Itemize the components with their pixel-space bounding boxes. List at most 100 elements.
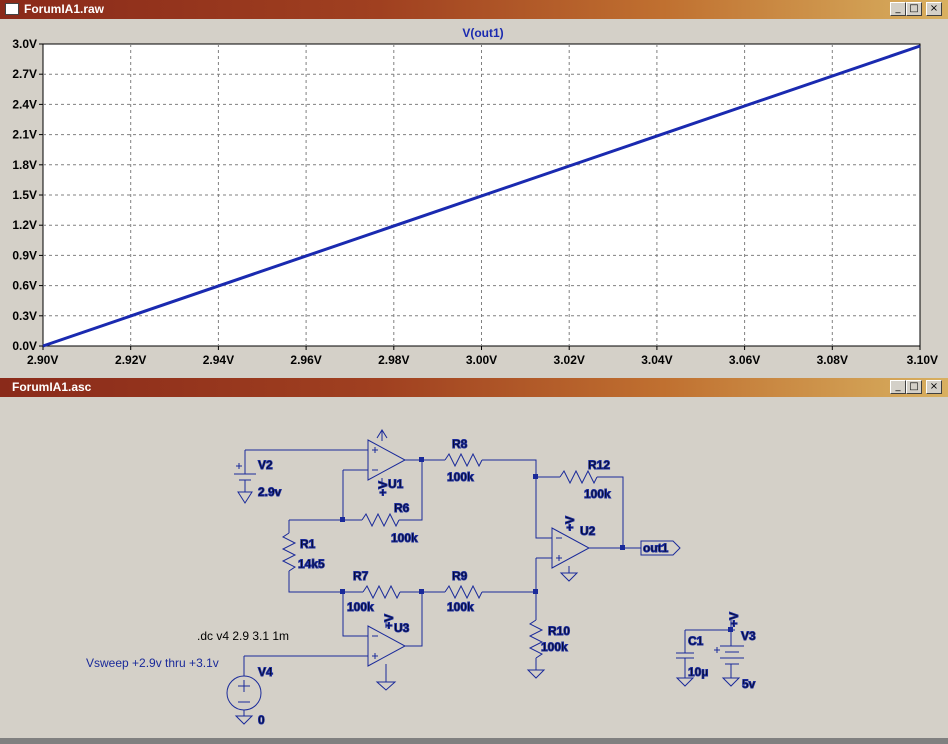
maximize-button[interactable]: □	[906, 380, 922, 394]
x-tick-label: 2.94V	[203, 353, 234, 367]
opamp-u1[interactable]	[367, 429, 407, 486]
r7-value: 100k	[347, 600, 374, 614]
r9-label: R9	[452, 569, 468, 583]
resistor-r7[interactable]	[362, 584, 401, 600]
y-tick-label: 1.2V	[12, 218, 37, 232]
status-strip	[0, 738, 948, 744]
close-button[interactable]: ×	[926, 380, 942, 394]
v3-value: 5v	[742, 677, 756, 691]
v3-supply: +V	[727, 612, 741, 627]
v2-label: V2	[258, 458, 273, 472]
x-tick-label: 3.00V	[466, 353, 497, 367]
y-tick-label: 3.0V	[12, 37, 37, 51]
ground	[526, 658, 546, 679]
y-axis: 0.0V 0.3V 0.6V 0.9V 1.2V 1.5V 1.8V 2.1V 2.4V 2.7V…	[12, 37, 43, 353]
x-tick-label: 3.10V	[907, 353, 938, 367]
r1-value: 14k5	[298, 557, 325, 571]
u1-label: U1	[388, 477, 404, 491]
u2-supply: +V	[563, 516, 577, 531]
sweep-comment[interactable]: Vsweep +2.9v thru +3.1v	[86, 656, 219, 670]
y-tick-label: 0.3V	[12, 309, 37, 323]
u3-label: U3	[394, 621, 410, 635]
schematic-canvas[interactable]: V2 2.9v U1 +V R6 100k R8 10	[0, 397, 948, 738]
resistor-r6[interactable]	[361, 512, 400, 528]
net-label-out1[interactable]	[640, 540, 681, 556]
minimize-button[interactable]: _	[890, 2, 906, 16]
r10-value: 100k	[541, 640, 568, 654]
x-tick-label: 2.98V	[378, 353, 409, 367]
resistor-r10[interactable]	[528, 619, 544, 659]
x-tick-label: 2.96V	[290, 353, 321, 367]
y-tick-label: 0.6V	[12, 279, 37, 293]
c1-value: 10µ	[688, 665, 708, 679]
junction-dots	[340, 457, 733, 632]
wire	[288, 571, 343, 593]
x-tick-label: 3.08V	[817, 353, 848, 367]
y-tick-label: 1.8V	[12, 158, 37, 172]
voltage-source-v4[interactable]	[226, 675, 262, 725]
voltage-source-v2[interactable]	[234, 450, 256, 504]
r8-label: R8	[452, 437, 468, 451]
v4-value: 0	[258, 713, 265, 727]
r10-label: R10	[548, 624, 570, 638]
resistor-r1[interactable]	[281, 532, 297, 572]
dc-directive[interactable]: .dc v4 2.9 3.1 1m	[197, 629, 289, 643]
close-button[interactable]: ×	[926, 2, 942, 16]
capacitor-c1[interactable]	[675, 652, 695, 687]
u1-supply: +V	[376, 481, 390, 496]
resistor-r9[interactable]	[444, 584, 483, 600]
r9-value: 100k	[447, 600, 474, 614]
r7-label: R7	[353, 569, 369, 583]
y-tick-label: 1.5V	[12, 188, 37, 202]
waveform-icon	[5, 3, 19, 15]
maximize-button[interactable]: □	[906, 2, 922, 16]
wire	[535, 477, 552, 539]
y-tick-label: 0.0V	[12, 339, 37, 353]
minimize-button[interactable]: _	[890, 380, 906, 394]
x-tick-label: 2.92V	[115, 353, 146, 367]
x-tick-label: 2.90V	[27, 353, 58, 367]
r12-value: 100k	[584, 487, 611, 501]
trace-label[interactable]: V(out1)	[462, 26, 503, 40]
x-tick-label: 3.06V	[729, 353, 760, 367]
c1-label: C1	[688, 634, 704, 648]
x-axis: 2.90V 2.92V 2.94V 2.96V 2.98V 3.00V 3.02V 3.04V…	[27, 346, 938, 367]
wire	[399, 460, 423, 521]
wire	[342, 592, 368, 637]
x-tick-label: 3.02V	[554, 353, 585, 367]
v4-label: V4	[258, 665, 273, 679]
opamp-u2[interactable]	[551, 522, 591, 582]
resistor-r8[interactable]	[444, 452, 483, 468]
r6-value: 100k	[391, 531, 418, 545]
u2-label: U2	[580, 524, 596, 538]
wire	[482, 459, 537, 477]
waveform-plot[interactable]: V(out1) 0.0V 0.3V 0.6V 0.9V 1.2V 1.5V 1.8V 2.1V…	[0, 19, 948, 378]
trace-line	[42, 44, 921, 348]
r8-value: 100k	[447, 470, 474, 484]
y-tick-label: 2.4V	[12, 97, 37, 111]
schematic-window: ForumIA1.asc _ □ × V2 2.9v	[0, 378, 948, 738]
plot-window-titlebar[interactable]: ForumIA1.raw _ □ ×	[0, 0, 948, 19]
v3-label: V3	[741, 629, 756, 643]
wire	[597, 476, 624, 548]
x-tick-label: 3.04V	[641, 353, 672, 367]
r1-label: R1	[300, 537, 316, 551]
schematic-window-title: ForumIA1.asc	[12, 380, 92, 394]
u3-supply: +V	[382, 614, 396, 629]
plot-window-title: ForumIA1.raw	[24, 2, 105, 16]
v2-value: 2.9v	[258, 485, 282, 499]
opamp-u3[interactable]	[367, 620, 407, 691]
y-tick-label: 2.1V	[12, 128, 37, 142]
r6-label: R6	[394, 501, 410, 515]
resistor-r12[interactable]	[559, 469, 598, 485]
voltage-source-v3[interactable]	[714, 645, 744, 687]
schematic-window-titlebar[interactable]: ForumIA1.asc _ □ ×	[0, 378, 948, 397]
y-tick-label: 2.7V	[12, 67, 37, 81]
out1-label: out1	[643, 541, 669, 555]
wire	[405, 592, 423, 647]
trace-layer	[42, 44, 921, 348]
y-tick-label: 0.9V	[12, 248, 37, 262]
r12-label: R12	[588, 458, 610, 472]
schematic-background	[0, 397, 948, 738]
